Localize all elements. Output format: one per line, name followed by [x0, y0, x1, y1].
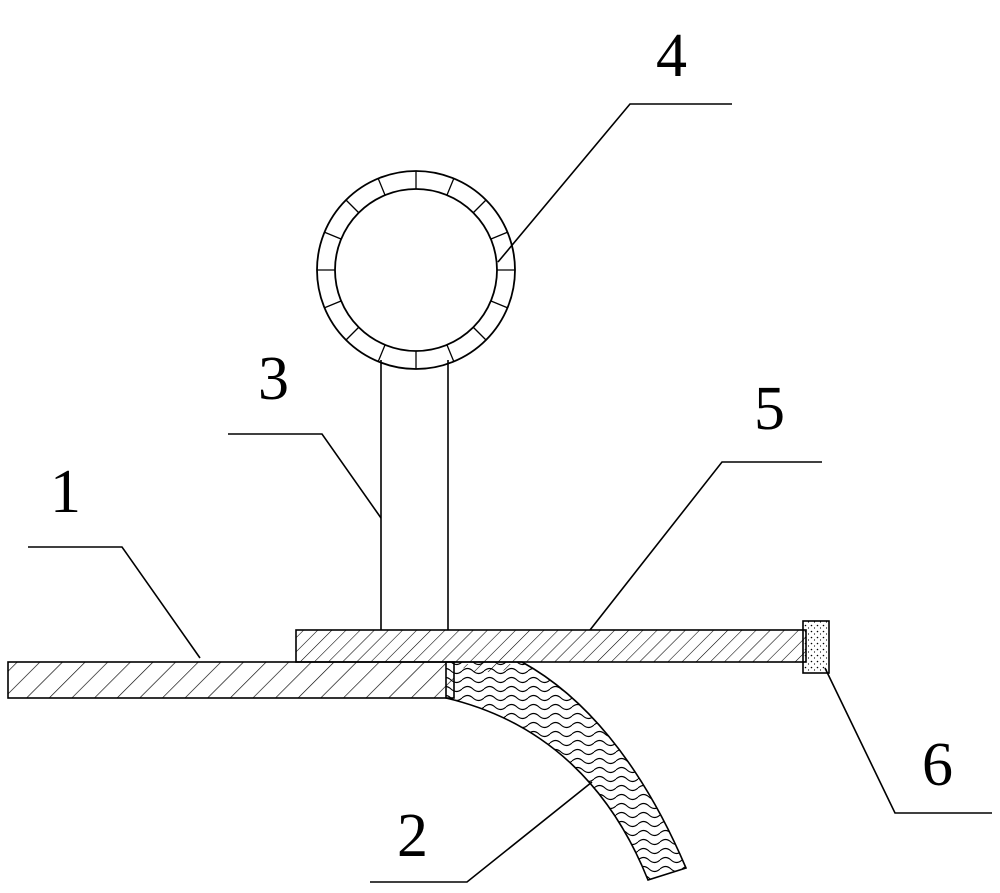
callout-3: 3 [258, 345, 289, 413]
leader-line-4 [498, 104, 732, 262]
upper-plate [296, 630, 806, 662]
vertical-post [381, 360, 448, 630]
curved-strip [446, 662, 686, 880]
leader-line-5 [590, 462, 822, 630]
leader-line-1 [28, 547, 200, 658]
callout-6: 6 [922, 731, 953, 799]
callout-5: 5 [754, 375, 785, 443]
callout-2: 2 [397, 802, 428, 870]
end-block [803, 621, 829, 673]
ring [317, 171, 515, 369]
callout-4: 4 [656, 22, 687, 90]
callout-labels: 1 2 3 4 5 6 [50, 22, 953, 870]
leader-line-3 [228, 434, 381, 518]
leader-line-6 [825, 668, 992, 813]
callout-1: 1 [50, 458, 81, 526]
leader-lines [28, 104, 992, 882]
base-plate [8, 662, 454, 698]
